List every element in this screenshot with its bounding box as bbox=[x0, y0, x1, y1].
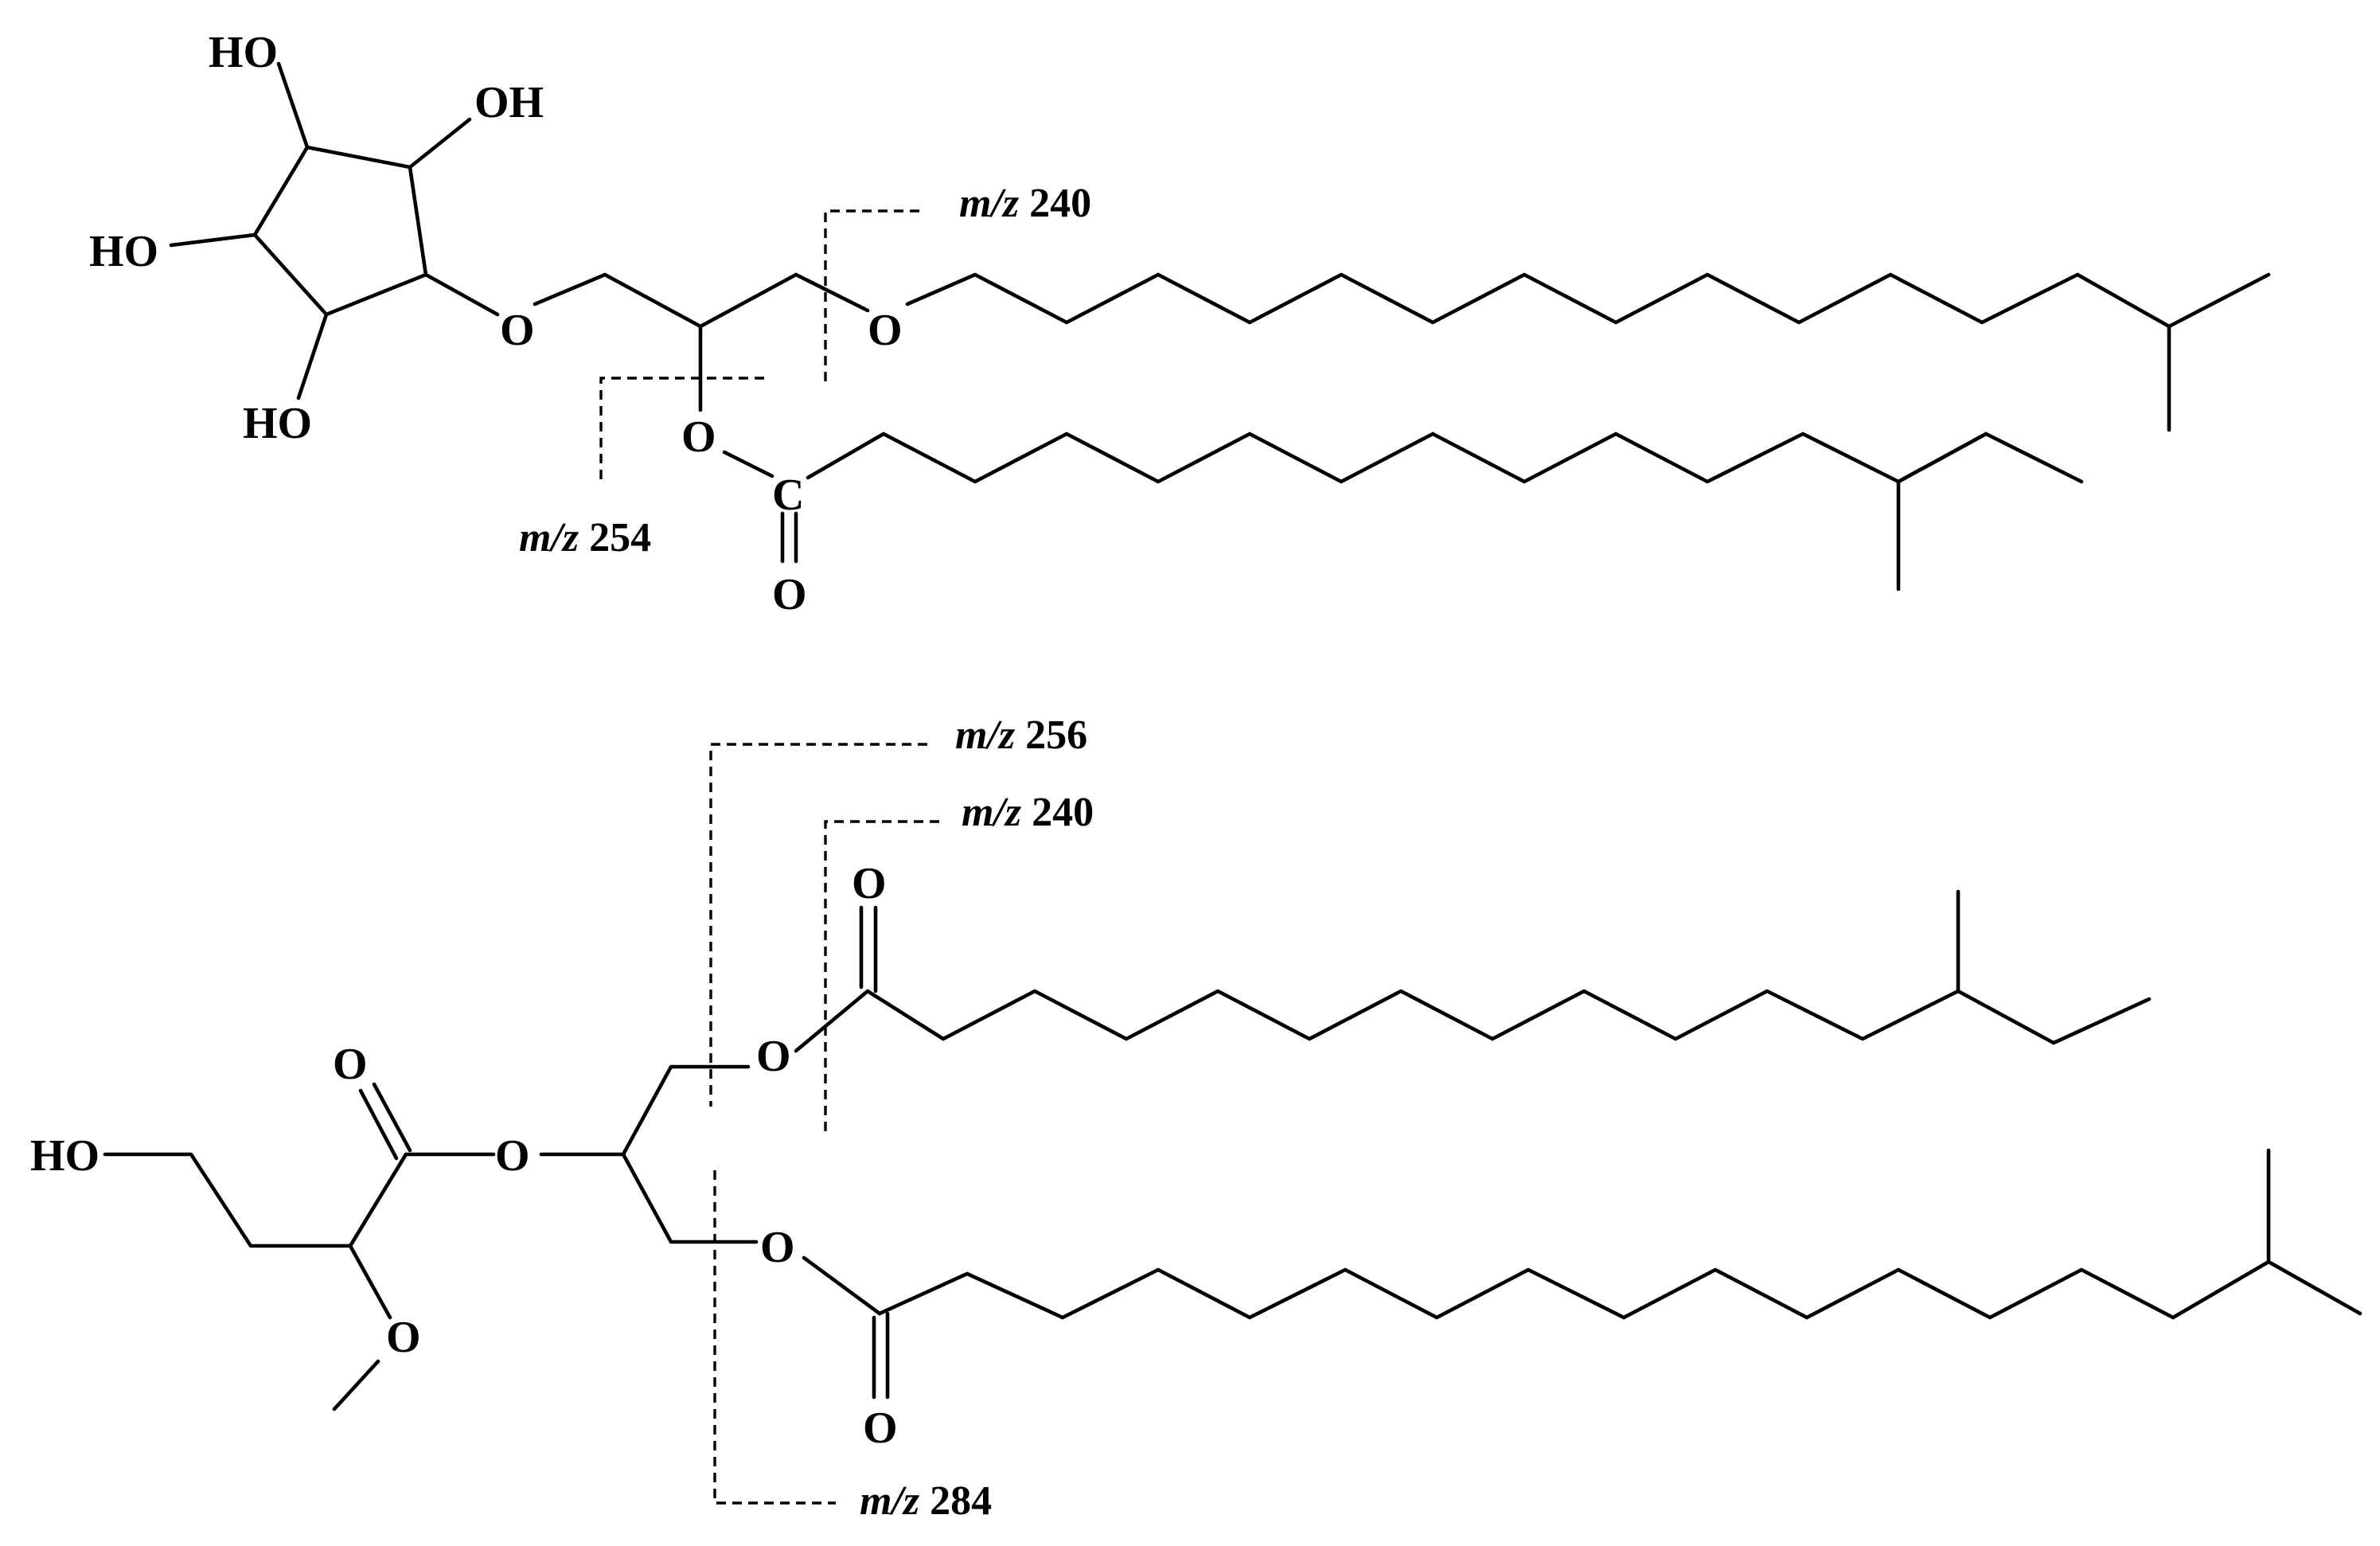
fragment-line-240 bbox=[824, 209, 919, 386]
structure-1: HO OH HO HO O O O C O m/z 240 m/z 254 bbox=[89, 28, 2271, 619]
structure-2: HO O O O O O O O m/z 256 m/z 240 m/z 284 bbox=[30, 712, 2362, 1524]
ester-oxygen: O bbox=[681, 412, 716, 462]
carbonyl-carbon: C bbox=[772, 470, 804, 520]
fragment-line-254 bbox=[599, 377, 764, 486]
ether-alkyl-chain bbox=[905, 272, 2271, 329]
upper-carbonyl-oxygen: O bbox=[852, 859, 887, 908]
ether-oxygen-2: O bbox=[868, 306, 903, 355]
upper-ester-o-c bbox=[794, 989, 870, 1053]
oh-label-1: OH bbox=[474, 78, 544, 127]
bond-methoxy-o bbox=[348, 1243, 392, 1320]
head-chain bbox=[103, 1152, 408, 1248]
ester-oxygen-upper: O bbox=[756, 1032, 791, 1081]
ester-oxygen-center: O bbox=[495, 1131, 530, 1181]
bond-oh-2 bbox=[408, 117, 472, 170]
acid-carbonyl-b bbox=[372, 1082, 412, 1153]
upper-acyl-chain bbox=[865, 989, 2152, 1045]
bond-methoxy-c bbox=[332, 1359, 380, 1411]
fragment-line-284 bbox=[713, 1170, 836, 1505]
bond-ester-o-c bbox=[722, 450, 774, 478]
bond-oh-1 bbox=[276, 61, 310, 150]
ho-label: HO bbox=[30, 1131, 99, 1181]
ho-label-2: HO bbox=[89, 227, 158, 276]
glycerol-backbone-lower bbox=[621, 1152, 759, 1244]
cyclopentane-ring bbox=[252, 145, 428, 317]
ether-oxygen-1: O bbox=[500, 306, 535, 355]
acid-carbonyl-a bbox=[358, 1088, 399, 1161]
bond-ho-3 bbox=[296, 312, 329, 400]
fragment-label-254: m/z 254 bbox=[519, 515, 651, 560]
ester-oxygen-lower: O bbox=[760, 1223, 795, 1272]
fragment-line-256 bbox=[709, 743, 927, 1107]
glycerol-backbone-2 bbox=[533, 272, 870, 329]
fragment-label-256: m/z 256 bbox=[955, 712, 1087, 758]
glycerol-backbone bbox=[423, 272, 500, 317]
bond-ho-2 bbox=[169, 232, 257, 248]
lower-carbonyl-oxygen: O bbox=[863, 1404, 898, 1453]
lower-acyl-chain bbox=[877, 1259, 2362, 1320]
ho-label-3: HO bbox=[243, 399, 312, 448]
fragment-label-284: m/z 284 bbox=[860, 1478, 992, 1524]
acyl-chain bbox=[806, 431, 2084, 484]
carbonyl-oxygen: O bbox=[772, 570, 807, 619]
fragment-line-240 bbox=[824, 820, 939, 1134]
fragment-label-240: m/z 240 bbox=[959, 181, 1091, 226]
glycerol-backbone bbox=[539, 1064, 751, 1157]
acyl-chain-branch bbox=[1896, 431, 1988, 484]
ho-label-1: HO bbox=[209, 28, 278, 77]
methoxy-oxygen: O bbox=[386, 1313, 421, 1362]
acid-carbonyl-oxygen: O bbox=[333, 1040, 368, 1089]
lower-ester-o-c bbox=[802, 1255, 882, 1316]
fragment-label-240: m/z 240 bbox=[962, 790, 1094, 835]
